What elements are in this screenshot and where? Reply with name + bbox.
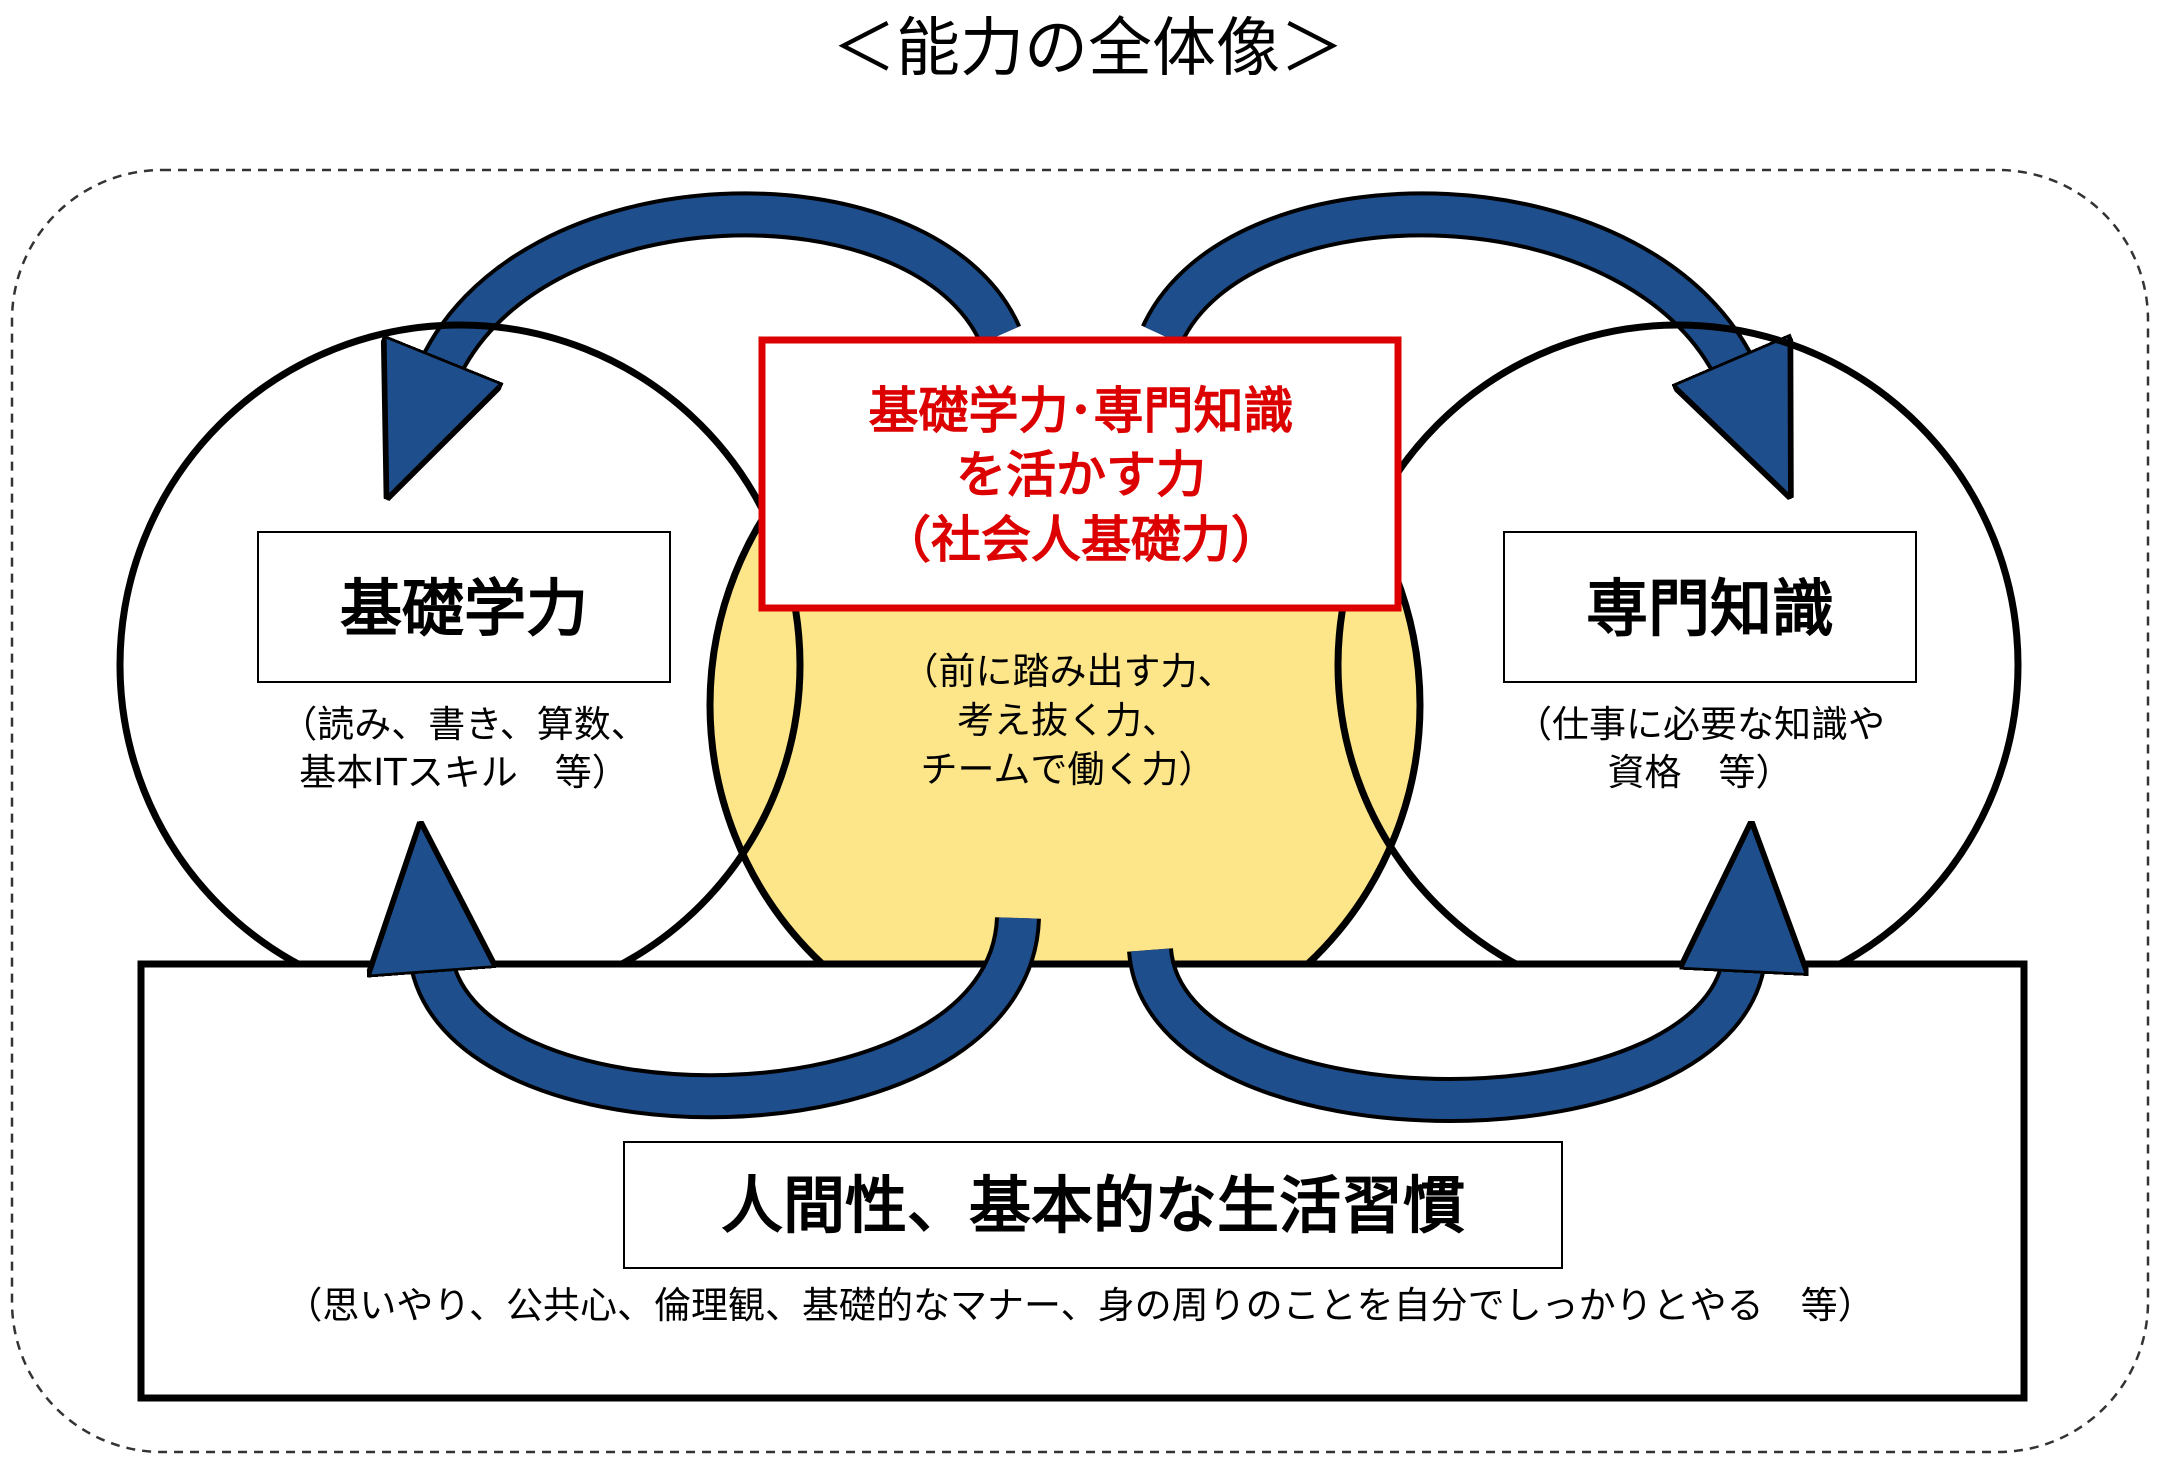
left-sub-line-2: 基本ITスキル 等） [299, 751, 629, 794]
arrow-top-left [435, 195, 1018, 380]
page-title: ＜能力の全体像＞ [832, 12, 1344, 86]
arrow-bottom-left [430, 918, 1037, 1116]
left-label: 基礎学力 [340, 572, 588, 645]
center-label-box [758, 336, 1402, 612]
base-label-box [623, 1141, 1563, 1269]
base-label: 人間性、基本的な生活習慣 [721, 1169, 1465, 1242]
left-sub-line-1: （読み、書き、算数、 [280, 703, 647, 746]
center-label-line-2: を活かす力 [956, 446, 1206, 504]
center-label-line-3: （社会人基礎力） [881, 511, 1281, 569]
right-sub-line-1: （仕事に必要な知識や [1515, 703, 1885, 746]
outer-dashed-frame [10, 168, 2150, 1454]
center-sub-line-1: （前に踏み出す力、 [902, 650, 1235, 693]
base-sub: （思いやり、公共心、倫理観、基礎的なマナー、身の周りのことを自分でしっかりとやる… [285, 1284, 1874, 1327]
arrow-bottom-right [1131, 950, 1745, 1119]
center-label-line-1: 基礎学力･専門知識 [869, 382, 1294, 440]
center-sub-line-2: 考え抜く力、 [957, 699, 1179, 742]
arrow-top-right [1144, 195, 1740, 380]
right-label: 専門知識 [1586, 572, 1834, 645]
left-label-box [257, 531, 671, 683]
right-label-box [1503, 531, 1917, 683]
center-sub-line-3: チームで働く力） [921, 748, 1216, 791]
right-sub-line-2: 資格 等） [1608, 751, 1793, 794]
